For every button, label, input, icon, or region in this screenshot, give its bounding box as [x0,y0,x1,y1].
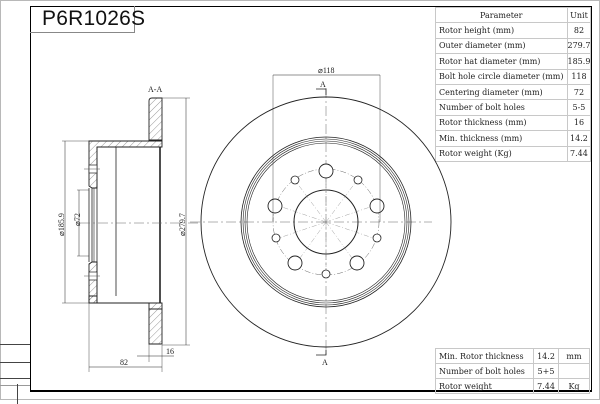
row-value: 72 [566,83,592,101]
front-view: ⌀118 A A [190,66,452,367]
drawing-frame [30,6,592,392]
header-parameter: Parameter [435,6,568,24]
table-row: Min. thickness (mm)14.2 [435,130,592,147]
dim-outer-diameter: ⌀279.7 [178,213,187,236]
section-marker-top: A [320,80,326,89]
dim-thickness: 16 [166,347,174,356]
table-row: Bolt hole circle diameter (mm)118 [435,68,592,85]
spec-table: Parameter Unit Rotor height (mm)82 Outer… [435,6,592,162]
header-unit: Unit [566,6,592,24]
row-value: 185.9 [566,53,592,70]
table-row: Centering diameter (mm)72 [435,83,592,101]
row-label: Bolt hole circle diameter (mm) [435,68,568,85]
row-label: Centering diameter (mm) [435,83,568,101]
dim-bolt-circle: ⌀118 [318,66,335,75]
table-row: Outer diameter (mm)279.7 [435,37,592,55]
dim-center-bore: ⌀72 [73,213,82,226]
dim-height: 82 [120,358,128,367]
section-view: A-A ⌀185.9 ⌀72 [57,85,200,372]
table-row: Rotor hat diameter (mm)185.9 [435,53,592,70]
row-label: Rotor weight (Kg) [435,145,568,162]
row-value: 118 [566,68,592,85]
row-label: Number of bolt holes [435,99,568,116]
row-unit: Kg [558,378,590,394]
revision-strip [0,340,30,404]
table-row: Rotor weight (Kg)7.44 [435,145,592,162]
section-label: A-A [148,85,162,94]
row-value: 7.44 [566,145,592,162]
spec-table-header: Parameter Unit [435,6,592,24]
row-label: Rotor hat diameter (mm) [435,53,568,70]
row-value: 5-5 [566,99,592,116]
section-marker-bottom: A [322,358,328,367]
part-number-box [30,6,135,33]
part-number: P6R1026S [42,7,146,30]
dim-hat-diameter: ⌀185.9 [57,213,66,236]
